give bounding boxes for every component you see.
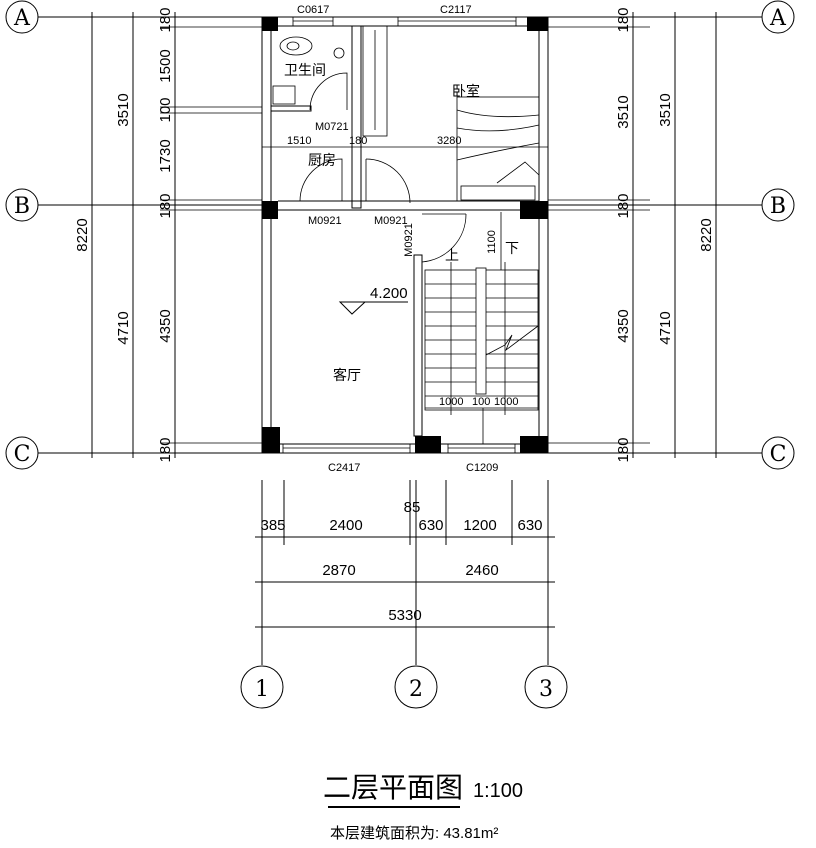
bathroom-fixtures [272, 25, 388, 137]
dimension-label: 2400 [329, 517, 362, 534]
dim-180: 180 [349, 135, 367, 147]
column-axes: 1 2 3 [240, 665, 568, 709]
row-axis-b: B B [5, 188, 795, 222]
door-m0921: M0921 [403, 223, 415, 257]
bed [456, 96, 540, 202]
windows [282, 16, 517, 454]
left-dimensions: 8220 3510 4710 180 1500 100 1730 180 435… [74, 7, 176, 463]
room-bathroom: 卫生间 [284, 62, 326, 78]
dim-180: 180 [157, 437, 174, 462]
dim-3510: 3510 [657, 93, 674, 126]
elevation-marker: 4.200 [338, 285, 408, 315]
room-living: 客厅 [333, 367, 361, 383]
dim-3510: 3510 [615, 95, 632, 128]
door-m0921: M0921 [374, 215, 408, 227]
dim-1000: 1000 [494, 396, 518, 408]
axis-label: C [770, 442, 787, 467]
dim-180: 180 [157, 193, 174, 218]
dim-180: 180 [157, 7, 174, 32]
door-swings [299, 72, 467, 263]
floor-area: 本层建筑面积为: 43.81m² [330, 825, 498, 842]
dimension-label: 2460 [465, 562, 498, 579]
axis-label: B [14, 194, 30, 219]
dimension-label: 385 [260, 517, 285, 534]
dimension-label: 2 [409, 677, 423, 702]
dim-180: 180 [615, 7, 632, 32]
window-c1209: C1209 [466, 462, 498, 474]
dimension-label: 3 [539, 677, 553, 702]
room-bedroom: 卧室 [452, 83, 480, 99]
dimension-label: 1 [255, 677, 269, 702]
drawing-scale: 1:100 [473, 780, 523, 802]
dim-1000: 1000 [439, 396, 463, 408]
dim-4350: 4350 [157, 309, 174, 342]
drawing-title: 二层平面图 [323, 772, 463, 803]
stairs-down-label: 下 [505, 240, 519, 256]
dimension-label: 1200 [463, 517, 496, 534]
dim-1500: 1500 [157, 49, 174, 82]
axis-label: C [14, 442, 31, 467]
dim-4710: 4710 [657, 311, 674, 344]
dim-100: 100 [157, 97, 174, 122]
room-kitchen: 厨房 [308, 152, 336, 168]
dim-1730: 1730 [157, 139, 174, 172]
window-c2417: C2417 [328, 462, 360, 474]
dimension-label: 630 [517, 517, 542, 534]
bottom-dimensions: 385 2400 85 630 1200 630 2870 2460 5330 [255, 480, 555, 665]
staircase [424, 212, 539, 444]
axis-label: A [769, 6, 787, 31]
dim-1100: 1100 [486, 230, 498, 254]
elevation-value: 4.200 [370, 285, 408, 302]
door-m0921: M0921 [308, 215, 342, 227]
axis-label: A [13, 6, 31, 31]
dim-4350: 4350 [615, 309, 632, 342]
dimension-label: 630 [418, 517, 443, 534]
right-dimensions: 180 3510 180 4350 180 3510 4710 8220 [615, 7, 717, 463]
dim-3280: 3280 [437, 135, 461, 147]
door-m0721: M0721 [315, 121, 349, 133]
dim-180: 180 [615, 193, 632, 218]
row-axis-a: A A [5, 0, 795, 34]
dim-100: 100 [472, 396, 490, 408]
window-c2117: C2117 [440, 4, 472, 16]
window-c0617: C0617 [297, 4, 329, 16]
stairs-up-label: 上 [445, 247, 459, 263]
dim-3510: 3510 [115, 93, 132, 126]
dimension-label: 5330 [388, 607, 421, 624]
dimension-label: 85 [404, 499, 421, 516]
dim-180: 180 [615, 437, 632, 462]
dim-4710: 4710 [115, 311, 132, 344]
row-axis-c: C C [5, 436, 795, 470]
dim-1510: 1510 [287, 135, 311, 147]
dimension-label: 2870 [322, 562, 355, 579]
axis-label: B [770, 194, 786, 219]
dim-8220: 8220 [698, 218, 715, 251]
dim-8220: 8220 [74, 218, 91, 251]
